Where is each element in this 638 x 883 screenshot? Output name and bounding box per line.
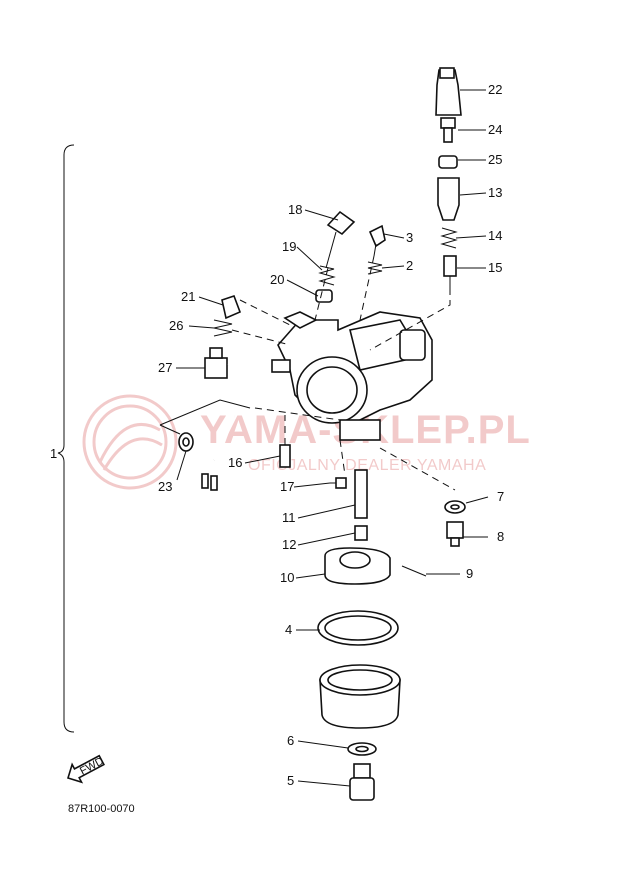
callout-10: 10	[280, 570, 294, 585]
assembly-guide-lines	[159, 255, 456, 491]
callout-3: 3	[406, 230, 413, 245]
callout-27: 27	[158, 360, 172, 375]
part-14-spring	[440, 227, 458, 249]
part-27-starter	[204, 347, 228, 379]
callout-leaders	[176, 89, 489, 787]
callout-14: 14	[488, 228, 502, 243]
assembly-bracket: 1	[50, 144, 75, 733]
part-16-jet	[279, 444, 291, 468]
callout-5: 5	[287, 773, 294, 788]
assembly-bracket-label: 1	[50, 446, 57, 461]
callout-4: 4	[285, 622, 292, 637]
part-21-cap	[221, 294, 242, 320]
callout-13: 13	[488, 185, 502, 200]
watermark-logo	[82, 394, 178, 490]
part-7-washer	[444, 500, 466, 514]
watermark-subtitle: OFICJALNY DEALER YAMAHA	[248, 457, 486, 474]
part-10-float	[324, 547, 391, 585]
callout-21: 21	[181, 289, 195, 304]
part-6-washer	[347, 742, 377, 756]
part-12-main-jet	[354, 525, 368, 541]
callout-labels: 22 24 25 13 18 3 14 19 2 15 20 21 26 27 …	[158, 82, 504, 788]
callout-12: 12	[282, 537, 296, 552]
callout-16: 16	[228, 455, 242, 470]
part-17-screw	[330, 477, 347, 489]
callout-25: 25	[488, 152, 502, 167]
part-24-fitting	[440, 117, 456, 143]
part-3-screw	[368, 224, 386, 257]
part-26-spring	[213, 319, 233, 337]
carburetor-body	[271, 311, 433, 441]
callout-22: 22	[488, 82, 502, 97]
part-4-gasket	[317, 610, 399, 646]
part-8-valve	[446, 521, 464, 547]
callout-20: 20	[270, 272, 284, 287]
diagram-reference-code: 87R100-0070	[68, 803, 135, 815]
callout-17: 17	[280, 479, 294, 494]
callout-15: 15	[488, 260, 502, 275]
callout-7: 7	[497, 489, 504, 504]
float-bowl	[319, 664, 401, 729]
callout-8: 8	[497, 529, 504, 544]
callout-9: 9	[466, 566, 473, 581]
part-19-spring	[318, 265, 336, 286]
part-23-washer	[178, 432, 194, 452]
part-18-screw	[325, 210, 356, 269]
callout-26: 26	[169, 318, 183, 333]
part-22-cap	[435, 67, 462, 116]
part-2-spring	[367, 261, 383, 275]
forward-direction-label: FWD	[78, 755, 106, 777]
part-20-ring	[315, 289, 333, 303]
callout-24: 24	[488, 122, 502, 137]
part-5-drain-bolt	[349, 763, 375, 801]
part-9-pin	[401, 565, 427, 577]
callout-2: 2	[406, 258, 413, 273]
forward-direction-badge: FWD	[67, 754, 106, 784]
callout-11: 11	[282, 510, 296, 525]
callout-18: 18	[288, 202, 302, 217]
callout-6: 6	[287, 733, 294, 748]
part-25-nut	[438, 155, 458, 169]
callout-23: 23	[158, 479, 172, 494]
part-15-slide	[443, 255, 457, 288]
part-11-needle-jet	[354, 469, 368, 519]
callout-19: 19	[282, 239, 296, 254]
part-13-cap	[437, 177, 460, 221]
starter-cable	[201, 363, 256, 491]
